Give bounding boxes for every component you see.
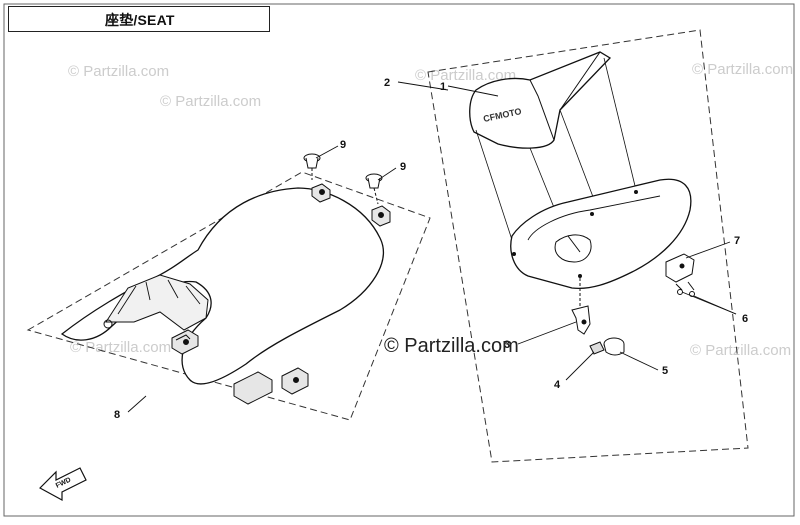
callout-1: 1 xyxy=(440,81,446,93)
front-seat-hook xyxy=(103,319,113,329)
rear-mount-hardware xyxy=(571,278,625,356)
outer-border xyxy=(3,3,795,517)
watermark-top-right: © Partzilla.com xyxy=(692,61,793,78)
title-box: 座垫/SEAT xyxy=(8,6,270,32)
callout-9-a: 9 xyxy=(340,139,346,151)
callout-5: 5 xyxy=(662,365,668,377)
tail-cowl-recess xyxy=(554,234,592,263)
front-seat-cushion xyxy=(60,187,384,385)
callout-6: 6 xyxy=(742,313,748,325)
callout-leaders xyxy=(127,81,737,413)
callout-8: 8 xyxy=(114,409,120,421)
watermark-bottom-right: © Partzilla.com xyxy=(690,342,791,359)
callout-7: 7 xyxy=(734,235,740,247)
side-bracket-hardware xyxy=(665,253,695,297)
watermark-bottom-left: © Partzilla.com xyxy=(70,339,171,356)
rear-tail-cowl xyxy=(510,178,692,290)
callout-4: 4 xyxy=(554,379,561,391)
callout-9-b: 9 xyxy=(400,161,406,173)
watermarks: © Partzilla.com © Partzilla.com © Partzi… xyxy=(68,61,793,359)
rear-seat-dashed-outline xyxy=(427,29,749,463)
callout-2: 2 xyxy=(384,77,390,89)
callout-numbers: 1 2 3 4 5 6 7 8 9 9 xyxy=(114,77,748,421)
watermark-left-2: © Partzilla.com xyxy=(160,93,261,110)
watermark-top-mid: © Partzilla.com xyxy=(415,67,516,84)
watermark-center: © Partzilla.com xyxy=(384,335,519,357)
watermark-top-left: © Partzilla.com xyxy=(68,63,169,80)
bolt-9-parts xyxy=(303,153,383,205)
front-seat-base-ribs xyxy=(117,279,201,315)
backrest-edges xyxy=(529,51,601,141)
tail-cowl-edge xyxy=(527,195,661,241)
tail-cowl-holes xyxy=(512,190,638,278)
front-seat-pads xyxy=(171,183,391,405)
tail-cowl-latch xyxy=(567,235,581,253)
callout-3: 3 xyxy=(504,339,510,351)
front-seat-base-pan xyxy=(105,274,209,331)
diagram-title: 座垫/SEAT xyxy=(105,12,175,28)
fwd-arrow-icon: FWD xyxy=(39,467,87,502)
